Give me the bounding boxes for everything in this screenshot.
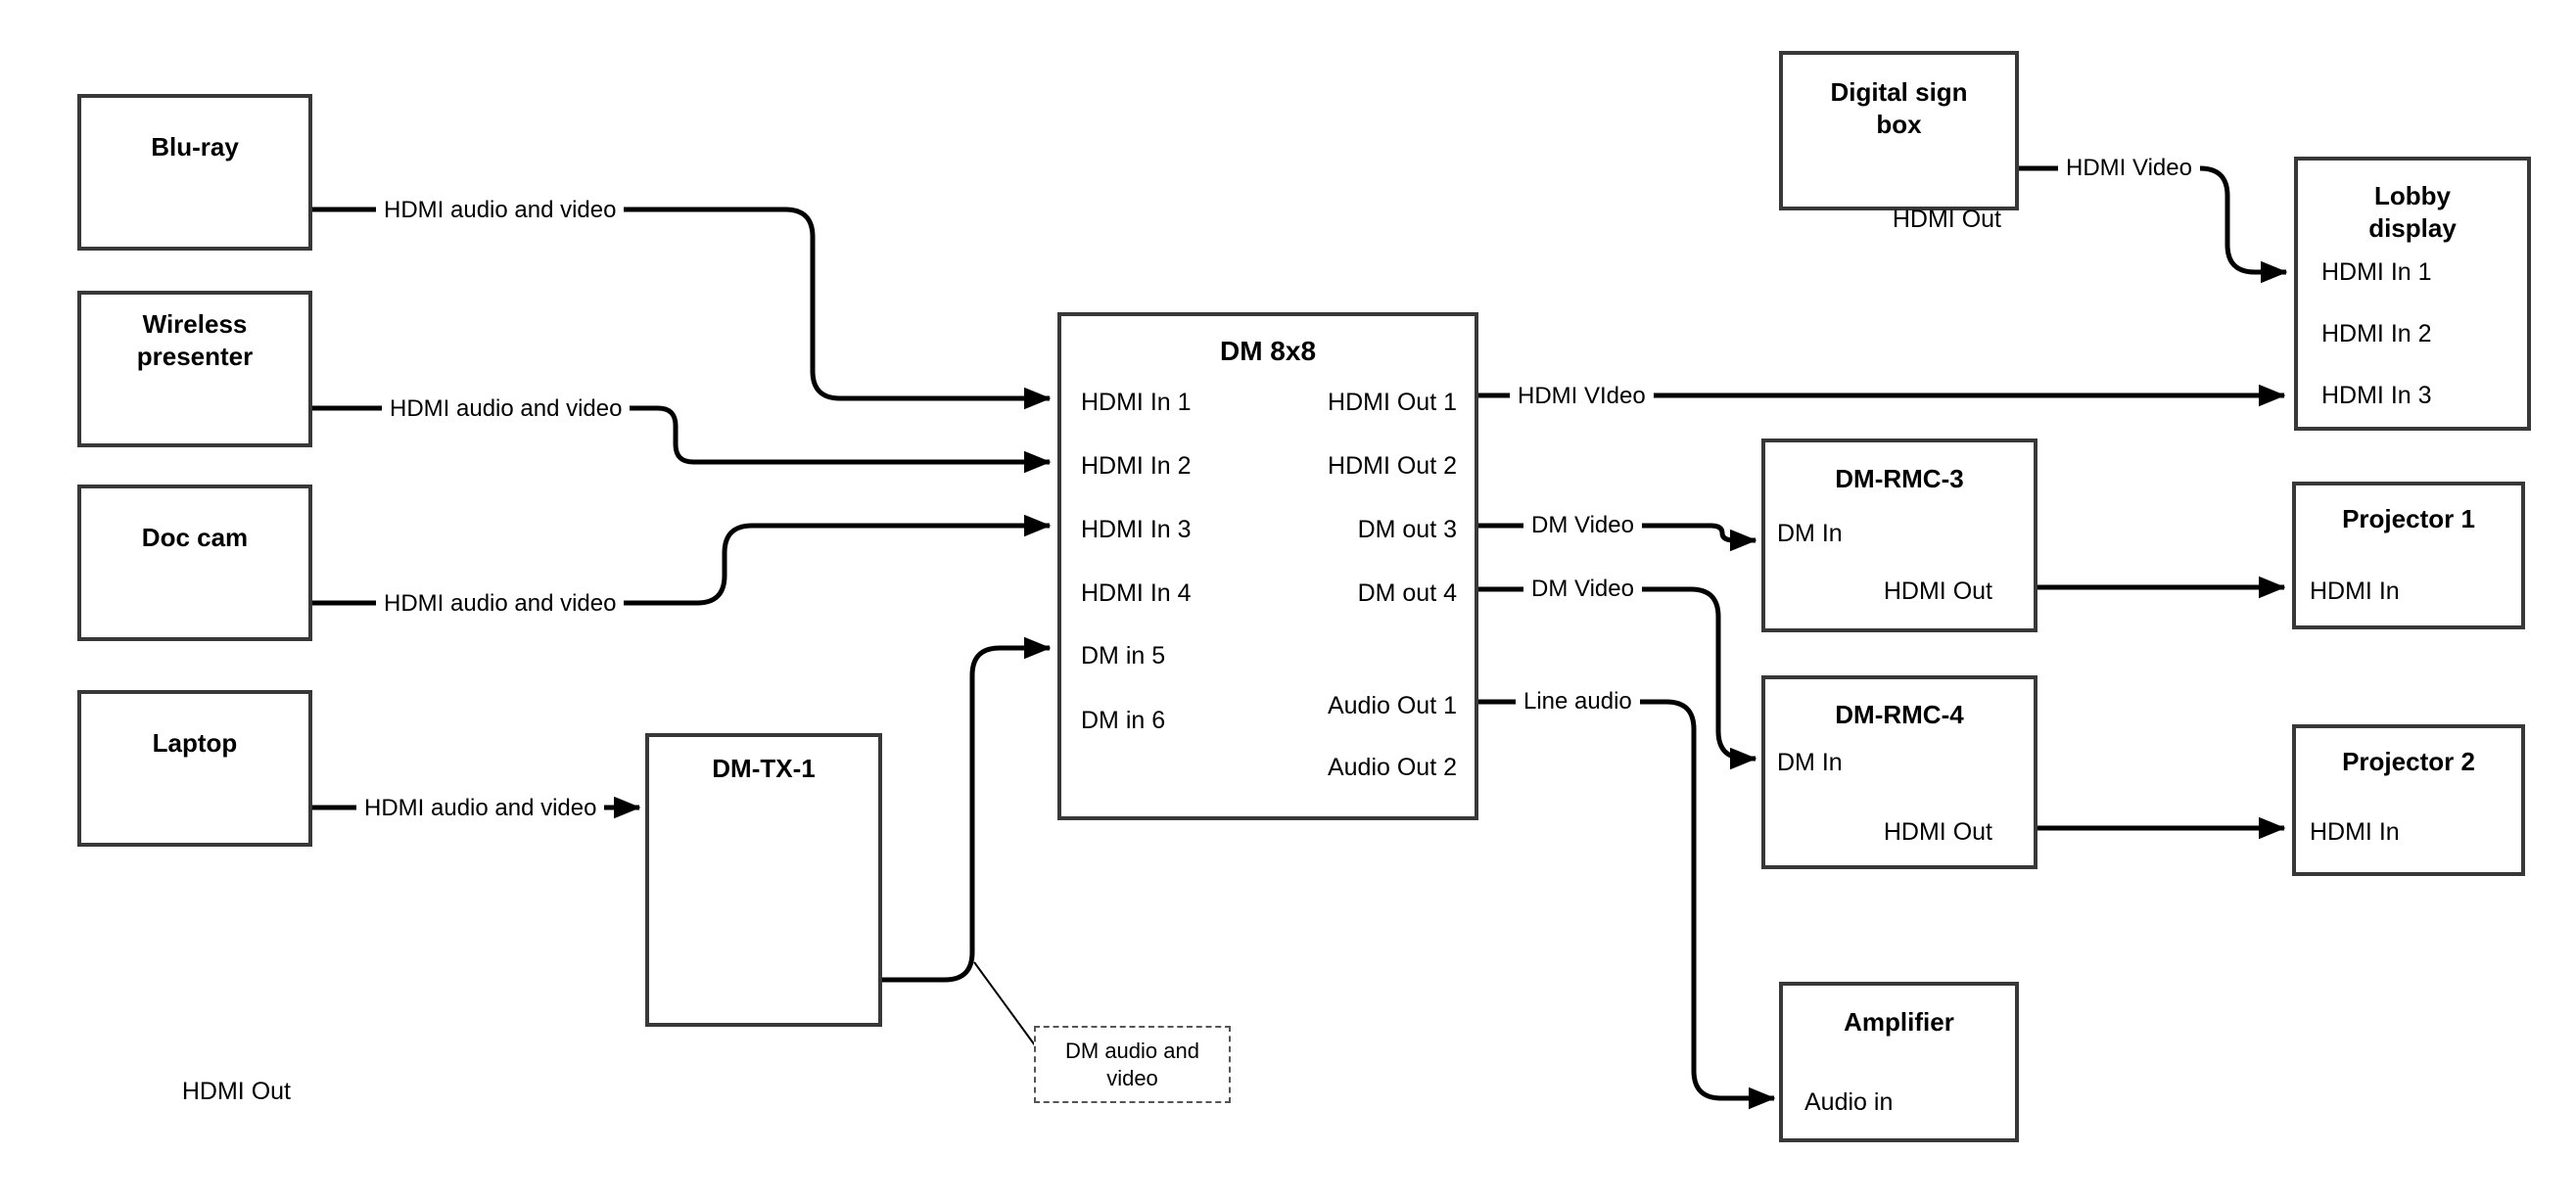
node-title: Laptop	[152, 728, 238, 758]
port-hdmi-in-1: HDMI In 1	[2321, 258, 2432, 286]
edge-label-dm-out-3: DM Video	[1523, 511, 1642, 540]
port-hdmi-out: HDMI Out	[1883, 818, 1992, 846]
edge-digitalsign-to-lobby-hdmi-in-1[interactable]	[2019, 165, 2288, 284]
note-callout-line	[973, 961, 1036, 1046]
port-hdmi-out: HDMI Out	[1892, 206, 2001, 233]
node-title: DM 8x8	[1219, 336, 1317, 366]
node-title: DM-RMC-3	[1835, 464, 1964, 493]
port-hdmi-in-3: HDMI In 3	[2321, 382, 2432, 409]
node-laptop[interactable]: Laptop HDMI Out	[77, 690, 312, 847]
port-hdmi-in-2: HDMI In 2	[1081, 452, 1192, 480]
node-title: Amplifier	[1844, 1007, 1954, 1037]
node-wireless-presenter[interactable]: Wireless presenter HDMI Out	[77, 291, 312, 716]
note-dm-audio-and-video: DM audio and video	[1034, 1026, 1231, 1103]
node-projector-2[interactable]: Projector 2 HDMI In	[2292, 724, 2525, 876]
port-hdmi-in: HDMI In	[2310, 818, 2400, 846]
port-audio-out-1: Audio Out 1	[1327, 692, 1457, 719]
node-dm-rmc-4[interactable]: DM-RMC-4 DM In HDMI Out	[1761, 675, 2037, 869]
note-text: DM audio and video	[1065, 1039, 1199, 1090]
node-lobby-display[interactable]: Lobby display HDMI In 1 HDMI In 2 HDMI I…	[2294, 157, 2531, 431]
port-hdmi-in-3: HDMI In 3	[1081, 516, 1192, 543]
edge-label-hdmi-out-1: HDMI VIdeo	[1510, 382, 1654, 411]
edge-label-doccam: HDMI audio and video	[376, 589, 625, 619]
edge-label-digitalsign: HDMI Video	[2058, 154, 2200, 183]
edge-label-audio-out-1: Line audio	[1516, 687, 1640, 716]
node-dm-rmc-3[interactable]: DM-RMC-3 DM In HDMI Out	[1761, 439, 2037, 632]
port-hdmi-out: HDMI Out	[181, 1078, 291, 1105]
node-title: Wireless presenter	[136, 309, 254, 371]
node-title: Blu-ray	[151, 132, 239, 162]
node-title: DM-RMC-4	[1835, 700, 1964, 729]
port-hdmi-in-1: HDMI In 1	[1081, 389, 1192, 416]
node-title: Projector 1	[2342, 504, 2475, 533]
node-title: Projector 2	[2342, 747, 2475, 776]
edge-dmtx1-dm-out-to-dm8x8-dm-in-5[interactable]	[882, 636, 1052, 983]
node-bluray[interactable]: Blu-ray HDMI Out	[77, 94, 312, 321]
node-digital-sign-box[interactable]: Digital sign box HDMI Out	[1779, 51, 2019, 233]
edge-bluray-to-dm8x8-hdmi-in-1[interactable]	[312, 207, 1052, 410]
port-dm-in: DM In	[1777, 749, 1843, 776]
node-dm-8x8[interactable]: DM 8x8 HDMI In 1 HDMI In 2 HDMI In 3 HDM…	[1057, 312, 1478, 820]
port-dm-out-3: DM out 3	[1357, 516, 1457, 543]
node-title: Doc cam	[141, 523, 249, 552]
port-dm-in: DM In	[1777, 520, 1843, 547]
edge-label-laptop: HDMI audio and video	[356, 794, 605, 823]
node-doc-cam[interactable]: Doc cam HDMI Out	[77, 485, 312, 1105]
port-hdmi-in-4: HDMI In 4	[1081, 579, 1192, 607]
edge-label-wireless: HDMI audio and video	[382, 394, 631, 424]
port-hdmi-out-1: HDMI Out 1	[1328, 389, 1457, 416]
node-title: Digital sign box	[1830, 77, 1968, 139]
port-dm-out-4: DM out 4	[1357, 579, 1457, 607]
port-audio-in: Audio in	[1804, 1088, 1894, 1116]
port-hdmi-out-2: HDMI Out 2	[1328, 452, 1457, 480]
edge-audio-out-1-to-amplifier-audio-in[interactable]	[1478, 699, 1776, 1110]
edge-label-dm-out-4: DM Video	[1523, 575, 1642, 604]
port-hdmi-in: HDMI In	[2310, 577, 2400, 605]
edge-label-bluray: HDMI audio and video	[376, 196, 625, 225]
node-title: Lobby display	[2368, 181, 2457, 243]
node-title: DM-TX-1	[712, 754, 816, 783]
edge-doccam-to-dm8x8-hdmi-in-3[interactable]	[312, 514, 1052, 606]
port-dm-in-6: DM in 6	[1081, 707, 1166, 734]
node-amplifier[interactable]: Amplifier Audio in	[1779, 982, 2019, 1142]
edge-dm-out-4-to-dmrmc4-dm-in[interactable]	[1478, 586, 1757, 770]
port-hdmi-in-2: HDMI In 2	[2321, 320, 2432, 347]
edge-wireless-to-dm8x8-hdmi-in-2[interactable]	[312, 405, 1052, 474]
node-projector-1[interactable]: Projector 1 HDMI In	[2292, 482, 2525, 629]
node-dm-tx-1[interactable]: DM-TX-1 HDMI In Displayport in DM Out	[645, 733, 882, 1027]
port-hdmi-out: HDMI Out	[1883, 577, 1992, 605]
port-dm-in-5: DM in 5	[1081, 642, 1166, 670]
port-audio-out-2: Audio Out 2	[1327, 754, 1457, 781]
edge-dm-out-3-to-dmrmc3-dm-in[interactable]	[1478, 523, 1757, 552]
